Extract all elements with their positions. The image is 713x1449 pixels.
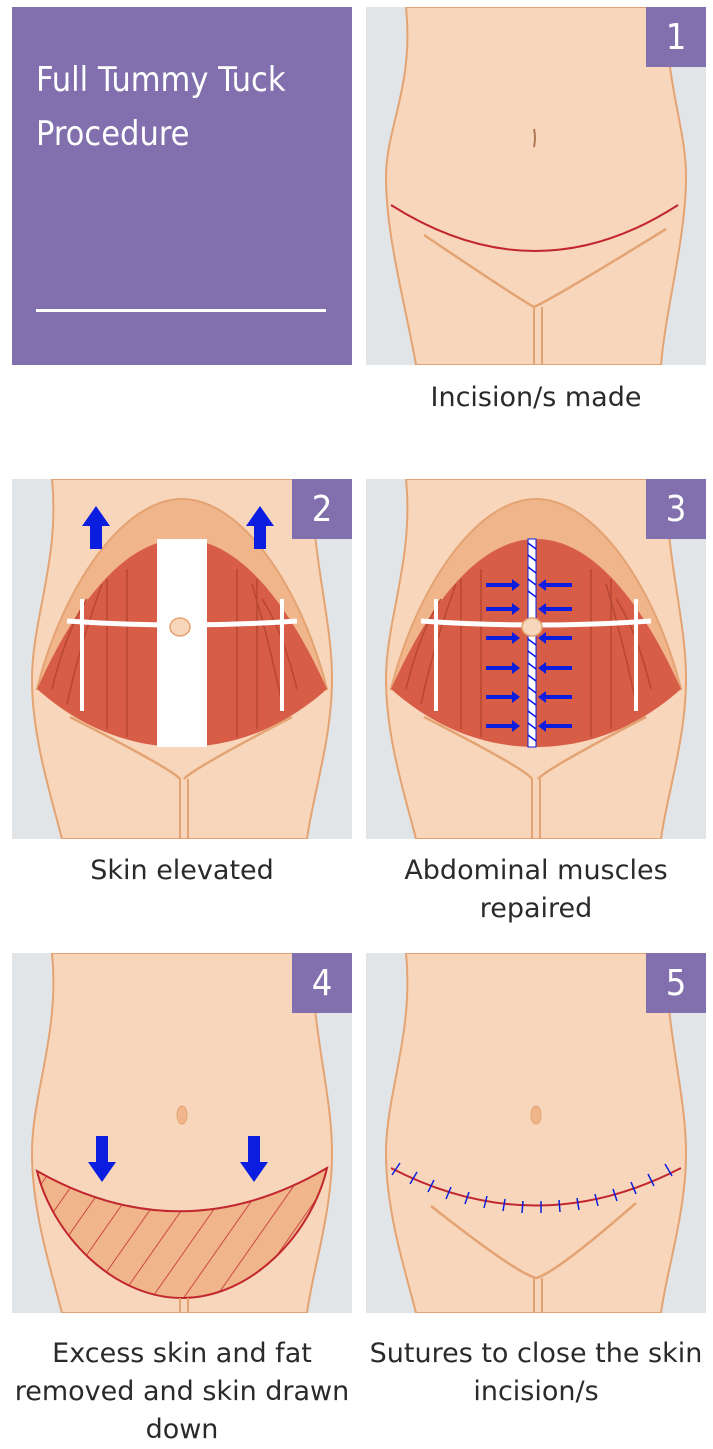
step-3-caption: Abdominal muscles repaired xyxy=(366,852,706,928)
step-badge: 4 xyxy=(292,953,352,1013)
step-badge: 1 xyxy=(646,7,706,67)
step-3-panel: 3 xyxy=(366,479,706,839)
title-divider xyxy=(36,309,326,312)
title-box: Full Tummy Tuck Procedure xyxy=(12,7,352,365)
step-badge: 3 xyxy=(646,479,706,539)
page-title: Full Tummy Tuck Procedure xyxy=(36,53,336,161)
step-5-caption: Sutures to close the skin incision/s xyxy=(366,1335,706,1411)
step-2-panel: 2 xyxy=(12,479,352,839)
step-2-caption: Skin elevated xyxy=(12,852,352,890)
step-5-panel: 5 xyxy=(366,953,706,1313)
step-4-panel: 4 xyxy=(12,953,352,1313)
step-4-caption: Excess skin and fat removed and skin dra… xyxy=(12,1335,352,1449)
step-1-caption: Incision/s made xyxy=(366,379,706,417)
step-badge: 2 xyxy=(292,479,352,539)
step-badge: 5 xyxy=(646,953,706,1013)
step-1-panel: 1 xyxy=(366,7,706,365)
